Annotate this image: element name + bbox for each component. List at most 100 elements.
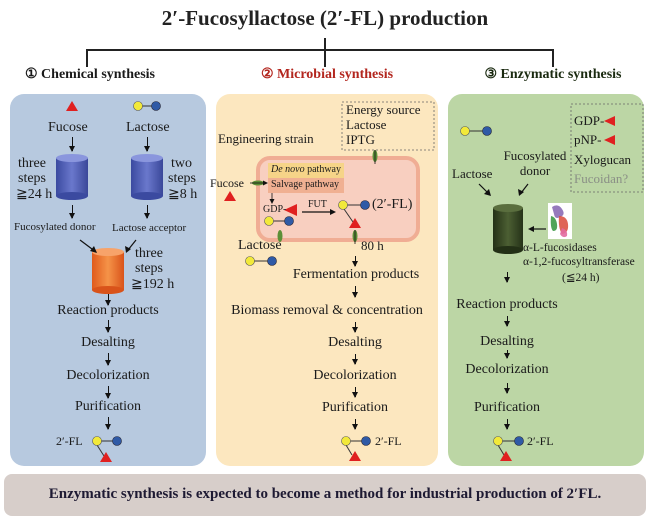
gdp-fucose-triangle-icon <box>284 204 297 216</box>
arrow <box>504 383 510 394</box>
fut-label: FUT <box>308 199 327 210</box>
arrow <box>352 387 358 398</box>
transporter-icon <box>277 230 283 242</box>
enz-flow-step: Reaction products <box>456 297 558 312</box>
pnp-fucose-triangle-icon <box>604 135 615 145</box>
coupling-reactor-cylinder <box>92 248 124 294</box>
arrow <box>105 417 111 430</box>
donor-pnp: pNP- <box>574 132 602 147</box>
micro-flow-step: Biomass removal & concentration <box>231 303 423 318</box>
section-title-enzymatic: ③ Enzymatic synthesis <box>484 67 622 82</box>
section-title-chemical: ① Chemical synthesis <box>25 67 155 82</box>
tree-branch-1 <box>86 49 88 67</box>
salvage-pathway-box <box>268 178 344 193</box>
arrow <box>352 256 358 267</box>
lactose-steps-line2: steps <box>168 171 196 186</box>
chem-flow-step: Desalting <box>81 335 135 350</box>
tree-branch-2 <box>324 49 326 67</box>
enz-product-label: 2′-FL <box>527 434 554 448</box>
enz-flow-step: Decolorization <box>465 362 549 377</box>
enzyme-fucosidases: α-L-fucosidases <box>523 242 597 254</box>
fucose-steps-line1: three <box>18 156 46 171</box>
donor-xylogucan: Xylogucan <box>574 152 632 167</box>
arrow <box>504 272 510 283</box>
fucose-reactor-cylinder <box>56 154 88 200</box>
tree-stem <box>324 38 326 50</box>
fucose-triangle-icon <box>224 191 236 201</box>
de-novo-rest: pathway <box>304 164 341 175</box>
combine-steps-line1: three <box>135 246 163 261</box>
enzyme-reactor-cylinder <box>493 204 523 254</box>
micro-flow-step: Fermentation products <box>292 267 420 282</box>
fucosylated-donor-label: Fucosylated donor <box>14 221 96 233</box>
arrow <box>144 205 150 219</box>
input-energy-source: Energy source <box>346 102 421 117</box>
salvage-pathway-label: Salvage pathway <box>271 179 340 190</box>
lactose-acceptor-label: Lactose acceptor <box>112 222 187 234</box>
lactose-outside-icon <box>245 256 277 266</box>
enz-flow-step: Desalting <box>480 334 534 349</box>
enz-donor-label-line1: Fucosylated <box>503 148 567 163</box>
fermentation-time-label: 80 h <box>361 238 384 253</box>
conclusion-banner <box>4 474 646 516</box>
enzyme-structure-icon <box>548 203 572 239</box>
arrow <box>105 294 111 306</box>
arrow <box>352 419 358 430</box>
chem-flow-step: Reaction products <box>57 303 159 318</box>
fucose-steps-time: ≧24 h <box>16 187 53 202</box>
arrow <box>504 419 510 430</box>
diagram-title: 2′-Fucosyllactose (2′-FL) production <box>161 6 489 30</box>
conclusion-text: Enzymatic synthesis is expected to becom… <box>48 486 602 502</box>
arrow <box>352 322 358 333</box>
arrow <box>504 316 510 327</box>
fucose-triangle-icon <box>66 101 78 111</box>
engineering-strain-label: Engineering strain <box>218 131 314 146</box>
de-novo-pathway-box <box>268 163 344 178</box>
arrow <box>69 137 75 152</box>
enzymatic-panel <box>448 94 644 466</box>
de-novo-pathway-label: De novo pathway <box>271 164 341 175</box>
chem-flow-step: Purification <box>74 399 142 414</box>
enzyme-fucosyltransferase: α-1,2-fucosyltransferase <box>523 256 635 268</box>
tree-branch-3 <box>552 49 554 67</box>
inputs-dashed-box <box>341 101 435 151</box>
arrow <box>144 137 150 152</box>
arrow <box>352 286 358 298</box>
enz-product-icon <box>493 436 524 461</box>
arrow <box>105 353 111 366</box>
lactose-icon <box>133 101 161 111</box>
combine-steps-time: ≧192 h <box>131 277 175 292</box>
donor-fucoidan: Fucoidan? <box>574 171 629 186</box>
fucose-steps-line2: steps <box>18 171 46 186</box>
enz-donor-label-line2: donor <box>519 163 551 178</box>
arrow <box>105 386 111 399</box>
arrow <box>105 320 111 333</box>
chem-product-label: 2′-FL <box>56 434 83 448</box>
chem-lactose-label: Lactose <box>126 120 170 135</box>
gdp-fucose-triangle-icon <box>604 116 615 126</box>
combine-steps-line2: steps <box>135 261 163 276</box>
section-title-microbial: ② Microbial synthesis <box>260 67 394 82</box>
chem-flow-step: Decolorization <box>66 368 150 383</box>
arrow <box>504 350 510 359</box>
donor-gdp: GDP- <box>574 113 605 128</box>
micro-fucose-label: Fucose <box>210 176 244 190</box>
de-novo-italic: De novo <box>271 164 305 175</box>
enz-lactose-label: Lactose <box>452 166 493 181</box>
lactose-reactor-cylinder <box>131 154 163 200</box>
chem-fucose-label: Fucose <box>48 120 88 135</box>
micro-flow-step: Decolorization <box>313 368 397 383</box>
lactose-steps-time: ≧8 h <box>168 187 198 202</box>
gdp-label: GDP- <box>263 204 287 215</box>
lactose-in-cell-icon <box>264 216 294 226</box>
micro-flow-step: Purification <box>321 400 389 415</box>
micro-product-icon <box>341 436 371 461</box>
micro-flow-step: Desalting <box>328 335 382 350</box>
fl-in-cell-label: (2′-FL) <box>372 197 413 212</box>
input-iptg: IPTG <box>346 132 375 147</box>
donors-dashed-box <box>570 103 644 193</box>
lactose-steps-line1: two <box>171 156 192 171</box>
